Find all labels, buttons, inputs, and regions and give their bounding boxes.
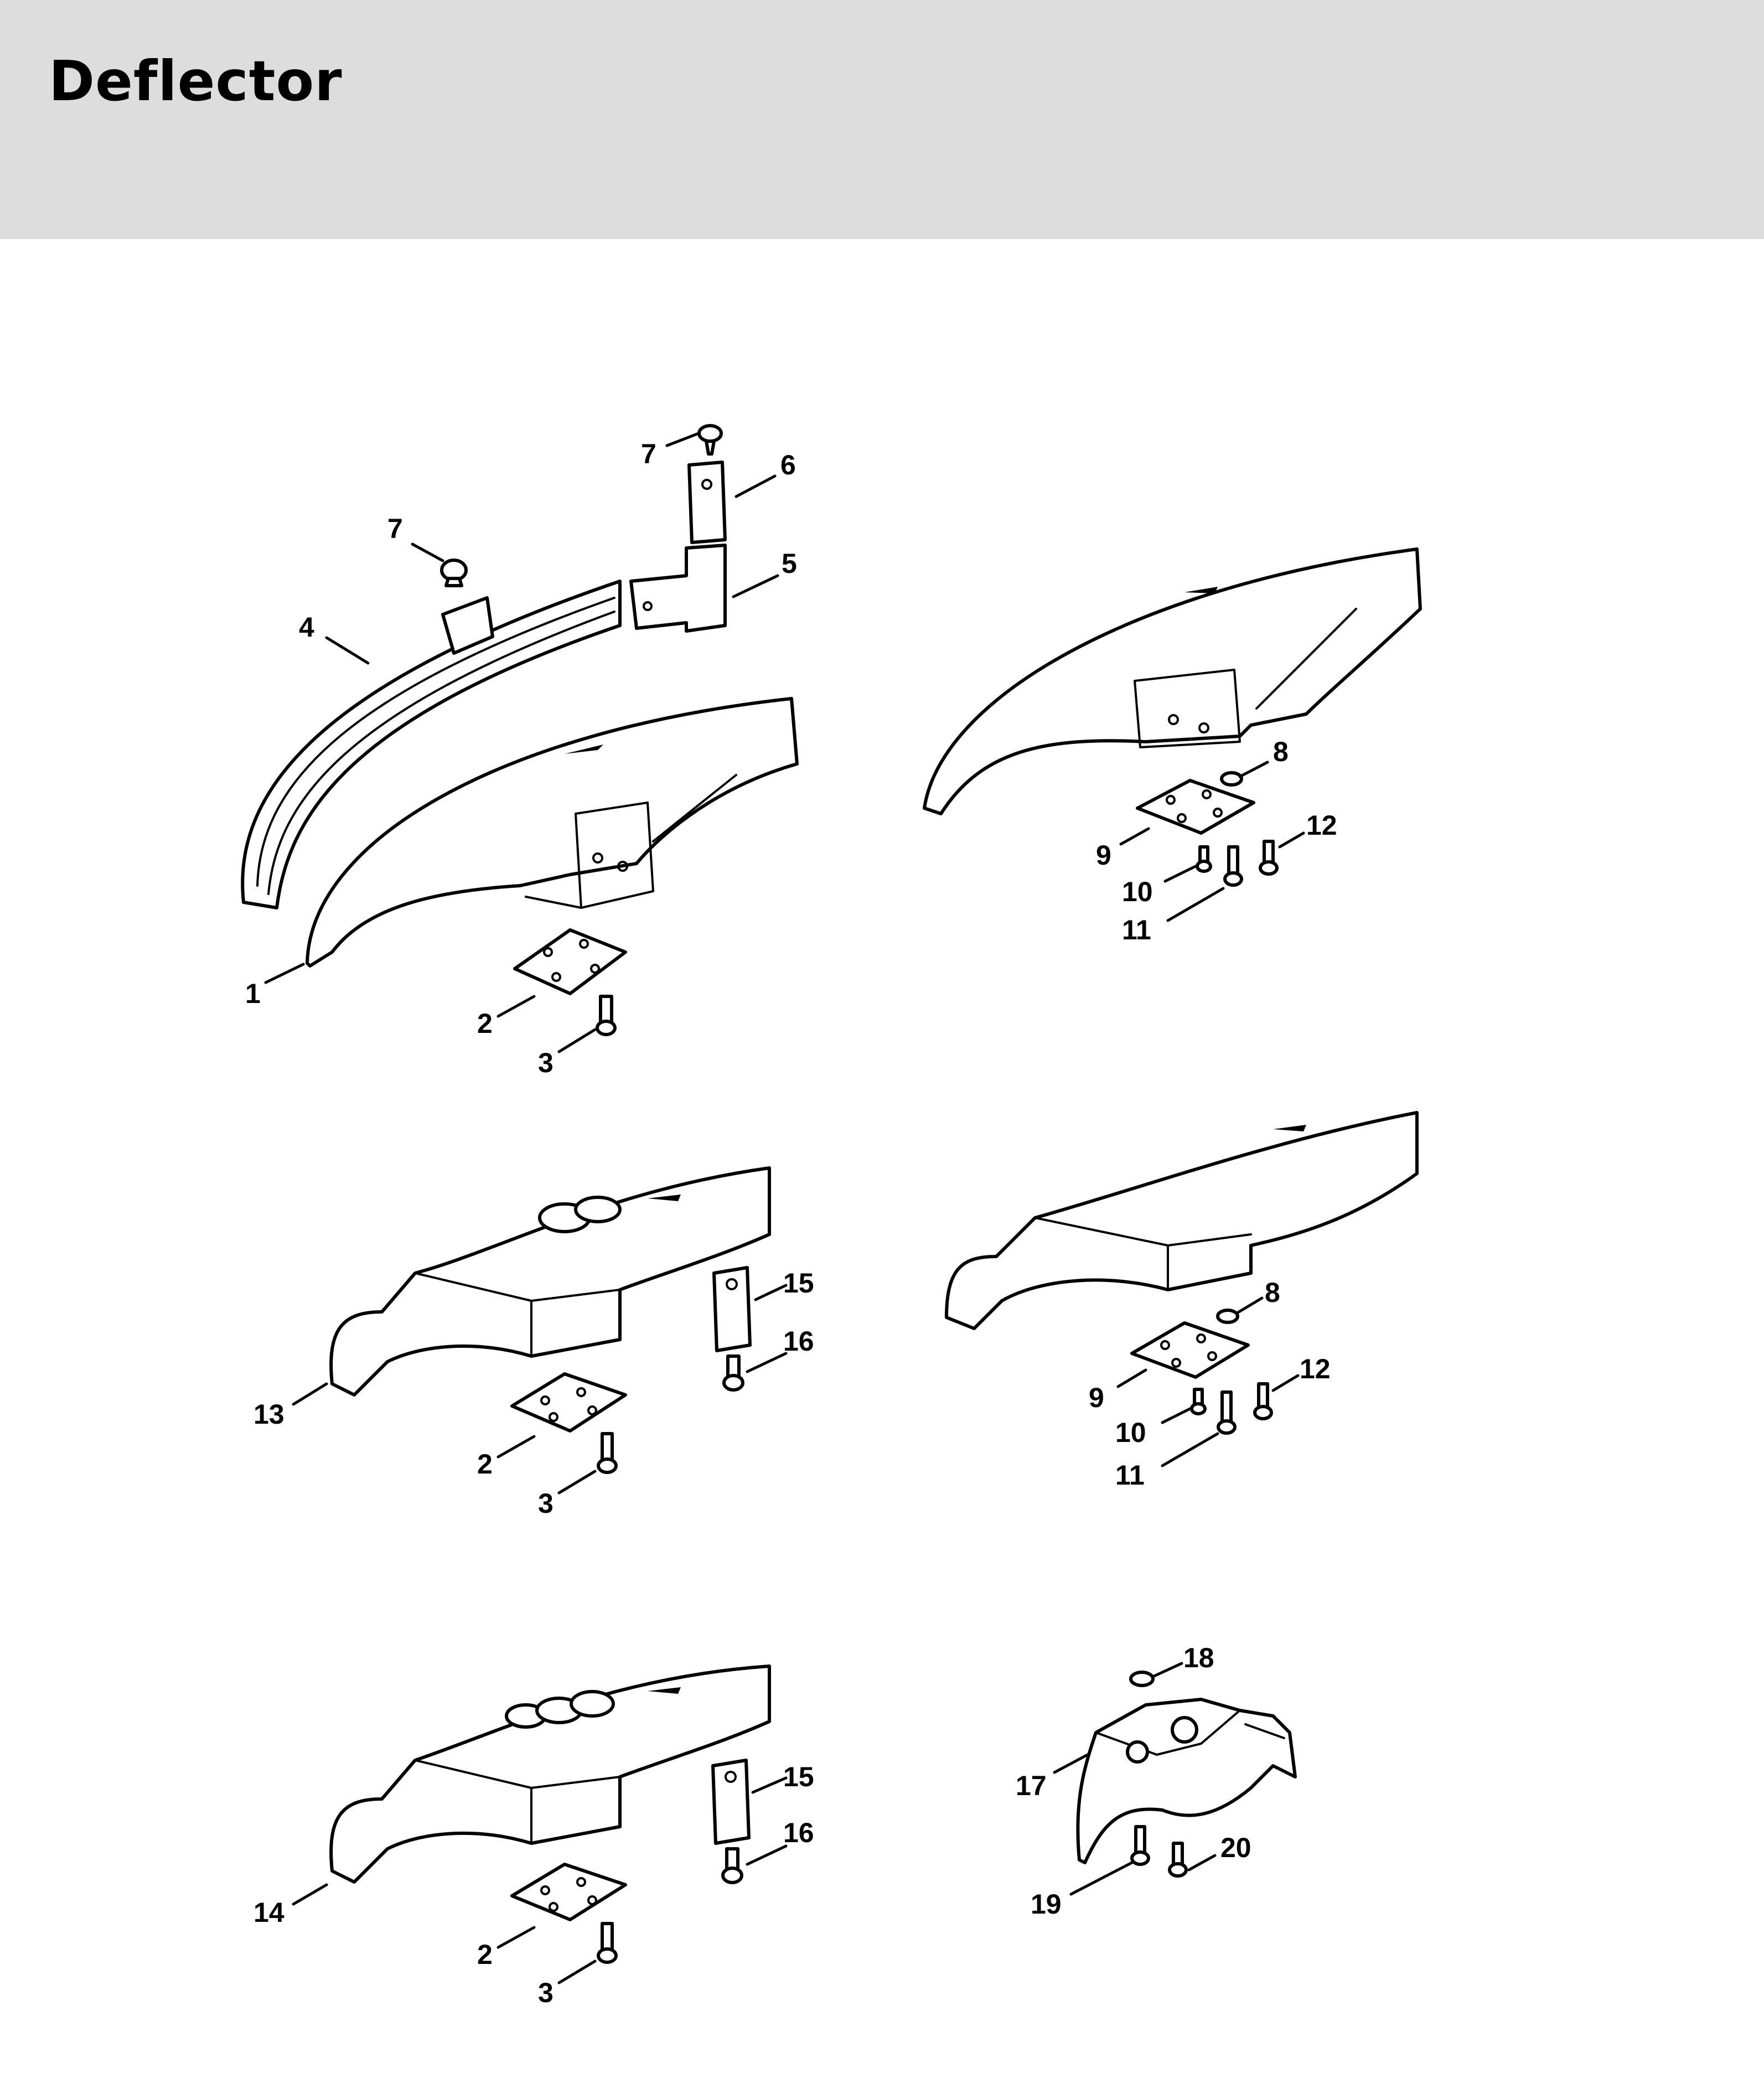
deflector-assembly-3	[329, 1166, 771, 1474]
deflector-assembly-6	[1076, 1671, 1297, 1878]
callout-16: 16	[783, 1326, 814, 1357]
callout-3: 3	[538, 1977, 553, 2008]
part-1-deflector	[306, 697, 799, 968]
deflector-assembly-4	[945, 1111, 1419, 1435]
page-title: Deflector	[49, 49, 343, 113]
part-10-screw-a	[1196, 845, 1212, 873]
header-bar: Deflector	[0, 0, 1764, 239]
callout-10: 10	[1122, 876, 1153, 907]
callout-8: 8	[1265, 1277, 1280, 1308]
part-11-screw-a	[1223, 845, 1243, 887]
part-3-screw-c	[597, 1922, 618, 1964]
deflector-assembly-1	[241, 424, 799, 1036]
callout-16: 16	[783, 1817, 814, 1848]
callout-2: 2	[477, 1008, 493, 1039]
callout-18: 18	[1183, 1642, 1214, 1673]
part-3-screw-a	[596, 995, 617, 1036]
part-12-screw-b	[1253, 1382, 1273, 1420]
callout-labels: 1 2 3 4 5 6 7 7 8 9 10 11 12 13 2 3 15 1…	[245, 438, 1337, 2008]
leader-lines	[264, 432, 1305, 1984]
callout-15: 15	[783, 1761, 814, 1792]
callout-4: 4	[299, 612, 314, 643]
part-15-clip-a	[712, 1266, 752, 1352]
part-5-bracket	[629, 544, 727, 633]
part-2-plate-b	[510, 1372, 627, 1433]
part-11-screw-b	[1217, 1390, 1237, 1435]
part-9-plate-a	[1136, 779, 1255, 835]
part-19-screw	[1130, 1825, 1150, 1866]
callout-1: 1	[245, 978, 261, 1009]
part-9-plate-b	[1130, 1321, 1250, 1379]
callout-6: 6	[780, 449, 796, 480]
part-15-clip-b	[711, 1759, 751, 1845]
part-6-clip	[687, 461, 727, 544]
deflector-assembly-2	[923, 547, 1422, 887]
part-10-screw-b	[1190, 1388, 1207, 1415]
callout-17: 17	[1016, 1770, 1047, 1801]
part-16-screw-a	[722, 1354, 744, 1392]
callout-12: 12	[1300, 1353, 1331, 1384]
callout-5: 5	[782, 548, 797, 579]
part-18-washer	[1129, 1671, 1155, 1687]
callout-9: 9	[1089, 1382, 1104, 1413]
callout-12: 12	[1306, 810, 1337, 841]
part-3-screw-b	[597, 1432, 618, 1474]
callout-2: 2	[477, 1939, 493, 1970]
callout-3: 3	[538, 1047, 553, 1078]
callout-7: 7	[641, 438, 656, 469]
part-2-plate-a	[513, 928, 627, 995]
callout-7: 7	[387, 513, 403, 544]
callout-10: 10	[1115, 1417, 1146, 1448]
part-16-screw-b	[721, 1847, 743, 1884]
callout-3: 3	[538, 1488, 553, 1519]
part-4-extension	[241, 580, 622, 909]
part-20-screw	[1168, 1842, 1188, 1878]
part-2-plate-c	[510, 1863, 627, 1921]
part-12-screw-a	[1259, 840, 1279, 876]
callout-13: 13	[254, 1399, 284, 1430]
callout-19: 19	[1031, 1889, 1062, 1920]
part-7-screw-top	[697, 424, 723, 456]
callout-15: 15	[783, 1268, 814, 1299]
callout-20: 20	[1220, 1832, 1251, 1863]
part-8-washer-a	[1220, 771, 1243, 787]
deflector-assembly-5	[329, 1664, 771, 1964]
part-8-washer-b	[1216, 1309, 1239, 1324]
callout-11: 11	[1115, 1460, 1145, 1491]
callout-2: 2	[477, 1449, 493, 1480]
part-7-screw-left	[440, 559, 468, 587]
callout-9: 9	[1096, 840, 1111, 871]
callout-8: 8	[1273, 736, 1289, 767]
callout-14: 14	[254, 1897, 284, 1928]
callout-11: 11	[1122, 914, 1151, 945]
